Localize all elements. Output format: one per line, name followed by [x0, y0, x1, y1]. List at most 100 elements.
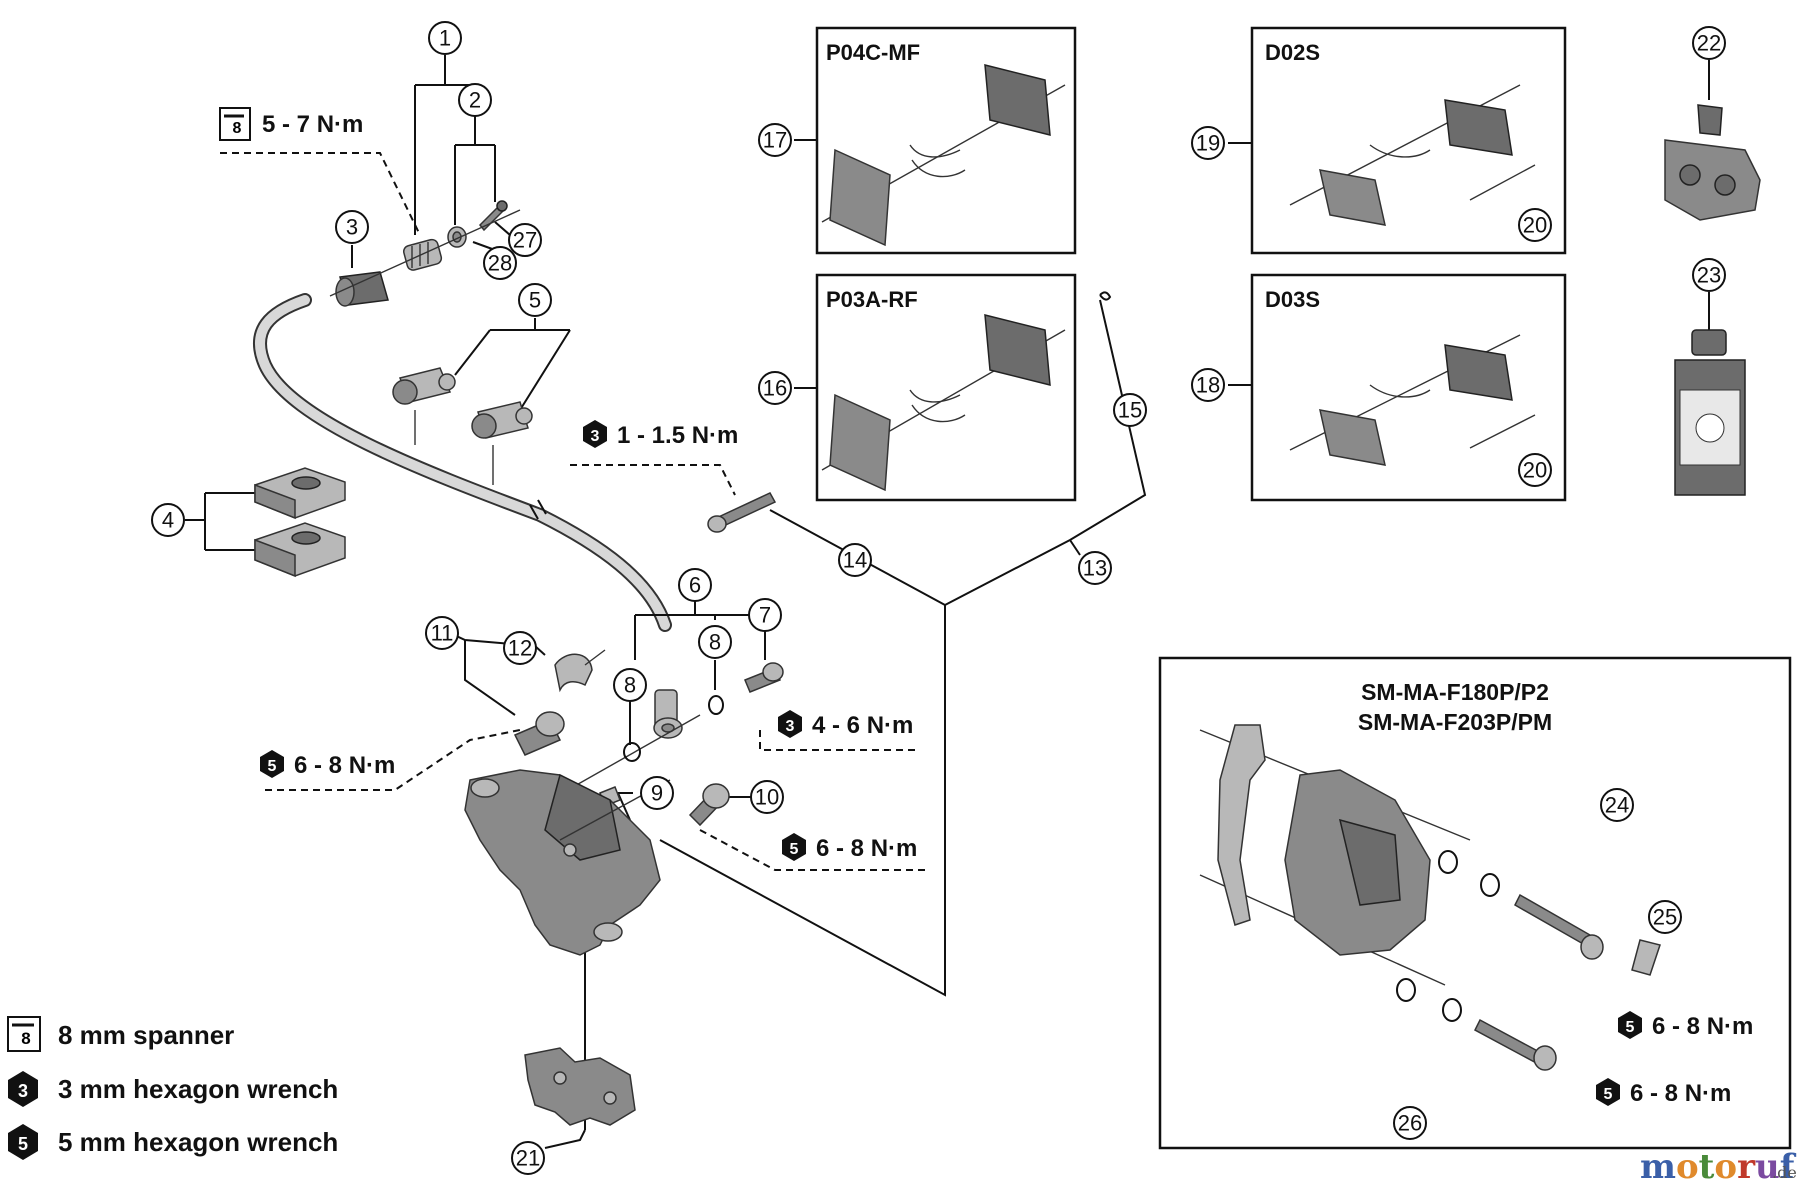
svg-text:9: 9	[651, 781, 663, 806]
torque-hose-nut: 5 - 7 N·m	[262, 111, 363, 138]
caliper-body	[464, 769, 671, 956]
svg-text:5: 5	[18, 1134, 28, 1154]
watermark-tld: .de	[1772, 1163, 1797, 1182]
adapter-box	[1158, 656, 1792, 1150]
svg-text:4: 4	[162, 508, 174, 533]
callout-7: 7	[748, 598, 782, 632]
hex3-badge-icon: 3	[778, 710, 802, 738]
hose-clamp-part-4a	[254, 467, 346, 520]
callout-10: 10	[750, 780, 784, 814]
callout-17: 17	[758, 123, 792, 157]
hex5-badge-icon: 5	[1596, 1078, 1620, 1106]
wm-char: o	[1714, 1147, 1737, 1187]
svg-text:27: 27	[513, 228, 537, 253]
svg-text:3: 3	[591, 428, 600, 445]
callout-13: 13	[1078, 551, 1112, 585]
tool-legend: 8 8 mm spanner 3 3 mm hexagon wrench 5 5…	[7, 1016, 338, 1160]
pad-box-p04c	[815, 26, 1077, 255]
svg-text:5: 5	[1604, 1086, 1613, 1103]
pad-title-d02s: D02S	[1265, 40, 1320, 65]
svg-text:23: 23	[1697, 263, 1721, 288]
svg-text:5: 5	[1626, 1019, 1635, 1036]
svg-text:26: 26	[1398, 1111, 1422, 1136]
spanner-icon: 8	[219, 107, 251, 141]
callout-12: 12	[503, 631, 537, 665]
torque-adapter-bolt-1: 6 - 8 N·m	[1652, 1013, 1753, 1040]
hex3-badge-icon: 3	[583, 420, 607, 448]
callout-19: 19	[1191, 126, 1225, 160]
pad-box-d03s	[1250, 273, 1567, 502]
callout-9: 9	[640, 776, 674, 810]
banjo-part-6	[653, 689, 683, 739]
svg-text:8: 8	[21, 1029, 30, 1048]
svg-text:5: 5	[529, 288, 541, 313]
svg-text:3: 3	[18, 1081, 28, 1101]
wm-char: u	[1755, 1147, 1780, 1187]
legend-spanner: 8 mm spanner	[58, 1020, 234, 1050]
svg-text:1: 1	[439, 26, 451, 51]
callout-23: 23	[1692, 258, 1726, 292]
svg-text:13: 13	[1083, 556, 1107, 581]
callout-6: 6	[678, 568, 712, 602]
pad-spring-part-12	[554, 649, 606, 693]
pad-box-p03a	[815, 273, 1077, 502]
callout-14: 14	[838, 543, 872, 577]
svg-text:20: 20	[1523, 213, 1547, 238]
torque-caliper-bolt-top: 6 - 8 N·m	[294, 752, 395, 779]
svg-text:6: 6	[689, 573, 701, 598]
callouts: 1 2 3 27 28 5 4 6 7 8 8 11 12 9 10 13 14…	[151, 21, 1726, 1175]
hex5-badge-icon: 5	[260, 750, 284, 778]
callout-22: 22	[1692, 26, 1726, 60]
snap-ring-part-15	[1099, 291, 1112, 301]
torque-adapter-bolt-2: 6 - 8 N·m	[1630, 1080, 1731, 1107]
legend-hex5: 5 mm hexagon wrench	[58, 1127, 338, 1157]
torque-labels: 8 5 - 7 N·m 3 1 - 1.5 N·m 3 4 - 6 N·m 5 …	[219, 107, 1753, 1107]
watermark: motoruf .de	[1640, 1147, 1797, 1187]
callout-11: 11	[425, 616, 459, 650]
callout-16: 16	[758, 371, 792, 405]
svg-text:20: 20	[1523, 458, 1547, 483]
pad-title-d03s: D03S	[1265, 287, 1320, 312]
bleed-block-part-22	[1664, 104, 1761, 221]
callout-24: 24	[1600, 788, 1634, 822]
callout-27: 27	[508, 223, 542, 257]
brake-hose	[253, 293, 672, 632]
pad-box-d02s	[1250, 26, 1567, 255]
torque-bleed-nipple: 4 - 6 N·m	[812, 712, 913, 739]
adapter-title-line1: SM-MA-F180P/P2	[1361, 679, 1549, 705]
wm-char: o	[1676, 1147, 1699, 1187]
callout-26: 26	[1393, 1106, 1427, 1140]
pad-title-p03a: P03A-RF	[826, 287, 918, 312]
callout-20b: 20	[1518, 453, 1552, 487]
hex5-badge-icon: 5	[1618, 1011, 1642, 1039]
svg-text:14: 14	[843, 548, 867, 573]
legend-hex3: 3 mm hexagon wrench	[58, 1074, 338, 1104]
bleed-nipple-part-7	[744, 662, 784, 693]
callout-20a: 20	[1518, 208, 1552, 242]
callout-3: 3	[335, 210, 369, 244]
pad-pin-part-14	[707, 492, 777, 533]
washer-part-8b	[708, 695, 724, 715]
svg-text:5: 5	[268, 758, 277, 775]
torque-caliper-bolt-bottom: 6 - 8 N·m	[816, 835, 917, 862]
callout-8a: 8	[613, 668, 647, 702]
spanner-icon: 8	[7, 1016, 41, 1052]
hex5-badge-icon: 5	[8, 1124, 38, 1160]
svg-text:15: 15	[1118, 398, 1142, 423]
hex3-badge-icon: 3	[8, 1071, 38, 1107]
svg-text:3: 3	[786, 718, 795, 735]
caliper-bolt-part-10	[688, 783, 730, 827]
callout-21: 21	[511, 1141, 545, 1175]
torque-pad-pin: 1 - 1.5 N·m	[617, 422, 738, 449]
svg-text:19: 19	[1196, 131, 1220, 156]
svg-text:8: 8	[709, 630, 721, 655]
pad-title-p04c: P04C-MF	[826, 40, 920, 65]
svg-text:2: 2	[469, 88, 481, 113]
callout-8b: 8	[698, 625, 732, 659]
svg-text:8: 8	[624, 673, 636, 698]
svg-text:25: 25	[1653, 905, 1677, 930]
callout-18: 18	[1191, 368, 1225, 402]
svg-text:12: 12	[508, 636, 532, 661]
svg-text:16: 16	[763, 376, 787, 401]
svg-text:22: 22	[1697, 31, 1721, 56]
